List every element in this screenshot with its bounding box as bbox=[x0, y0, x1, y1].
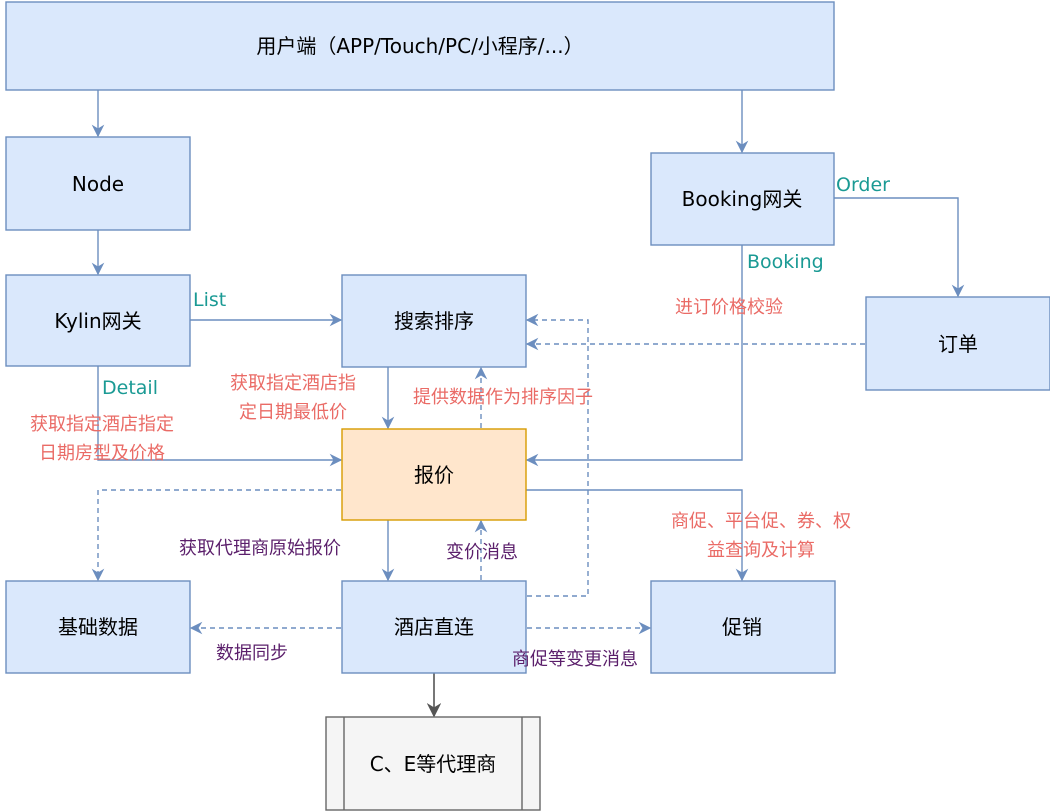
node-promotion-label: 促销 bbox=[722, 615, 762, 639]
node-client-label: 用户端（APP/Touch/PC/小程序/...） bbox=[256, 34, 583, 58]
label-promo-query-1: 商促、平台促、券、权 bbox=[671, 511, 851, 532]
label-room-price-1: 获取指定酒店指定 bbox=[30, 414, 174, 435]
label-room-price-2: 日期房型及价格 bbox=[39, 443, 165, 464]
edge-quote-basic bbox=[91, 489, 341, 582]
node-order-label: 订单 bbox=[938, 332, 978, 356]
node-basic-data: 基础数据 bbox=[5, 580, 191, 674]
label-booking-check: 进订价格校验 bbox=[675, 297, 783, 318]
label-list: List bbox=[193, 289, 226, 311]
node-client: 用户端（APP/Touch/PC/小程序/...） bbox=[5, 1, 835, 91]
node-order: 订单 bbox=[865, 296, 1050, 391]
label-lowest-price-1: 获取指定酒店指 bbox=[230, 373, 356, 394]
edge-kylin-quote bbox=[97, 366, 343, 467]
edge-booking-order bbox=[834, 197, 965, 298]
label-sort-factor: 提供数据作为排序因子 bbox=[413, 387, 593, 408]
node-search-sort-label: 搜索排序 bbox=[394, 309, 474, 333]
node-agents: C、E等代理商 bbox=[325, 716, 541, 811]
label-promo-query-2: 益查询及计算 bbox=[707, 540, 815, 561]
label-lowest-price-2: 定日期最低价 bbox=[239, 402, 347, 423]
node-kylin-gateway-label: Kylin网关 bbox=[54, 309, 141, 333]
node-booking-gateway: Booking网关 bbox=[650, 152, 835, 246]
edge-hotel-search bbox=[525, 313, 589, 597]
node-hotel-direct: 酒店直连 bbox=[341, 580, 527, 674]
node-basic-data-label: 基础数据 bbox=[58, 615, 138, 639]
edge-booking-quote bbox=[525, 245, 743, 467]
node-node-label: Node bbox=[72, 172, 124, 196]
node-kylin-gateway: Kylin网关 bbox=[5, 274, 191, 367]
node-search-sort: 搜索排序 bbox=[341, 274, 527, 368]
node-node: Node bbox=[5, 136, 191, 231]
label-price-change-msg: 变价消息 bbox=[446, 542, 518, 563]
node-hotel-direct-label: 酒店直连 bbox=[394, 615, 474, 639]
label-promo-change-msg: 商促等变更消息 bbox=[512, 649, 638, 670]
node-booking-gateway-label: Booking网关 bbox=[682, 187, 803, 211]
label-detail: Detail bbox=[102, 377, 158, 399]
label-data-sync: 数据同步 bbox=[216, 643, 288, 664]
edge-quote-promo bbox=[526, 489, 749, 582]
label-order: Order bbox=[836, 174, 890, 196]
label-agent-raw-price: 获取代理商原始报价 bbox=[179, 538, 341, 559]
node-promotion: 促销 bbox=[650, 580, 836, 674]
node-quote-label: 报价 bbox=[414, 463, 454, 487]
label-booking: Booking bbox=[747, 251, 824, 273]
node-agents-label: C、E等代理商 bbox=[370, 752, 497, 776]
node-quote: 报价 bbox=[341, 428, 527, 521]
